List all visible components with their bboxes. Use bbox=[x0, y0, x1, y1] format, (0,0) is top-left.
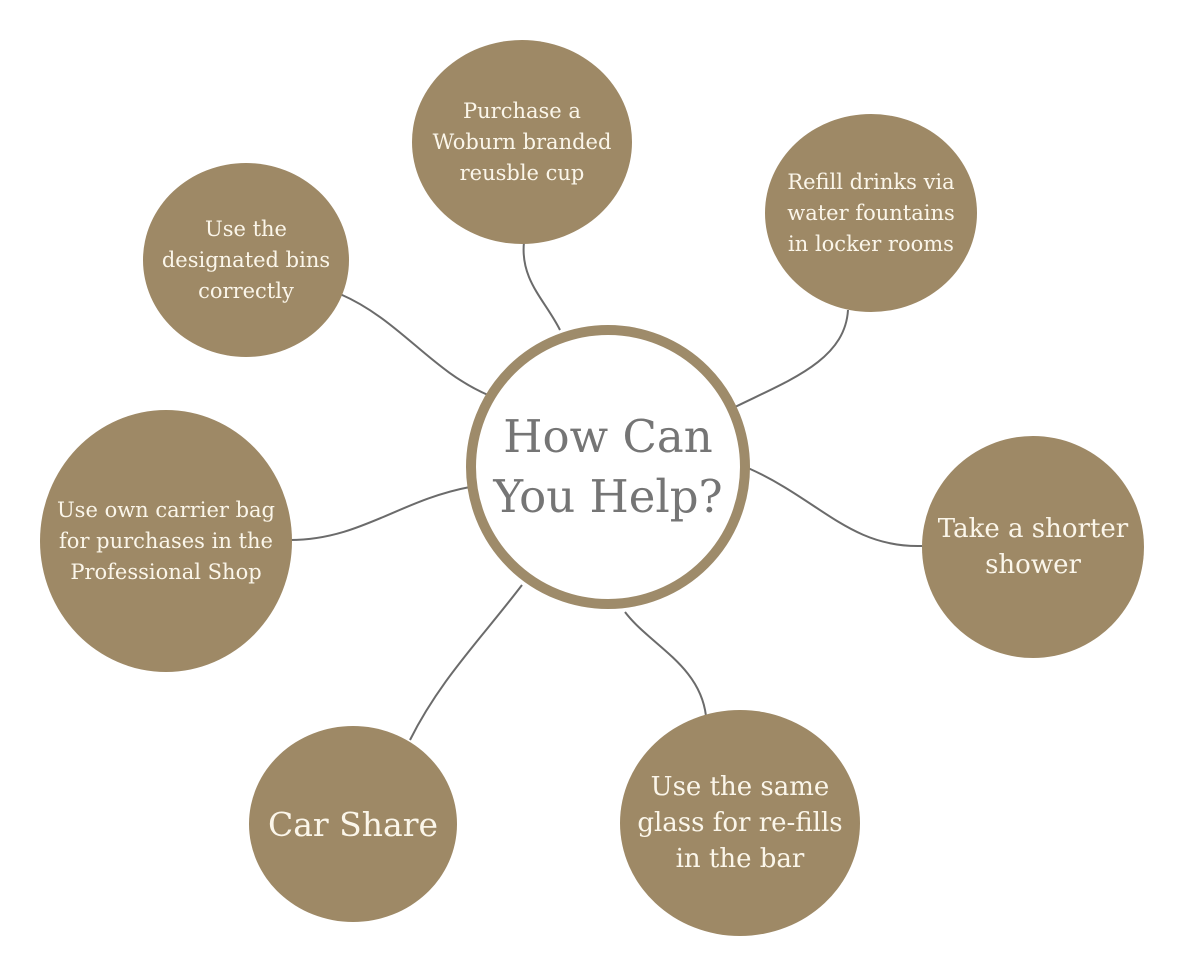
node-label: Car Share bbox=[267, 804, 439, 844]
node-label: Use the designated bins correctly bbox=[161, 216, 331, 303]
connector-bag bbox=[289, 486, 471, 541]
node-label: Use the same glass for re-fills in the b… bbox=[637, 772, 843, 874]
node-label: Take a shorter shower bbox=[937, 514, 1129, 580]
node-label: Purchase a Woburn branded reusble cup bbox=[432, 98, 612, 185]
node-label: Refill drinks via water fountains in loc… bbox=[787, 169, 955, 256]
node-designated-bins: Use the designated bins correctly bbox=[143, 163, 349, 357]
connector-shower bbox=[747, 467, 923, 548]
node-shorter-shower: Take a shorter shower bbox=[922, 436, 1144, 658]
node-refill-drinks: Refill drinks via water fountains in loc… bbox=[765, 114, 977, 312]
node-car-share: Car Share bbox=[249, 726, 457, 922]
connector-refill bbox=[734, 309, 849, 408]
connector-carshare bbox=[409, 584, 523, 741]
center-node: How Can You Help? bbox=[466, 325, 750, 609]
node-carrier-bag: Use own carrier bag for purchases in the… bbox=[40, 410, 292, 672]
connector-bins bbox=[339, 293, 489, 396]
node-label: Use own carrier bag for purchases in the… bbox=[56, 497, 276, 584]
connector-cup bbox=[522, 241, 561, 331]
center-label: How Can You Help? bbox=[493, 410, 723, 523]
node-reusable-cup: Purchase a Woburn branded reusble cup bbox=[412, 40, 632, 244]
connector-glass bbox=[624, 611, 707, 717]
node-same-glass: Use the same glass for re-fills in the b… bbox=[620, 710, 860, 936]
